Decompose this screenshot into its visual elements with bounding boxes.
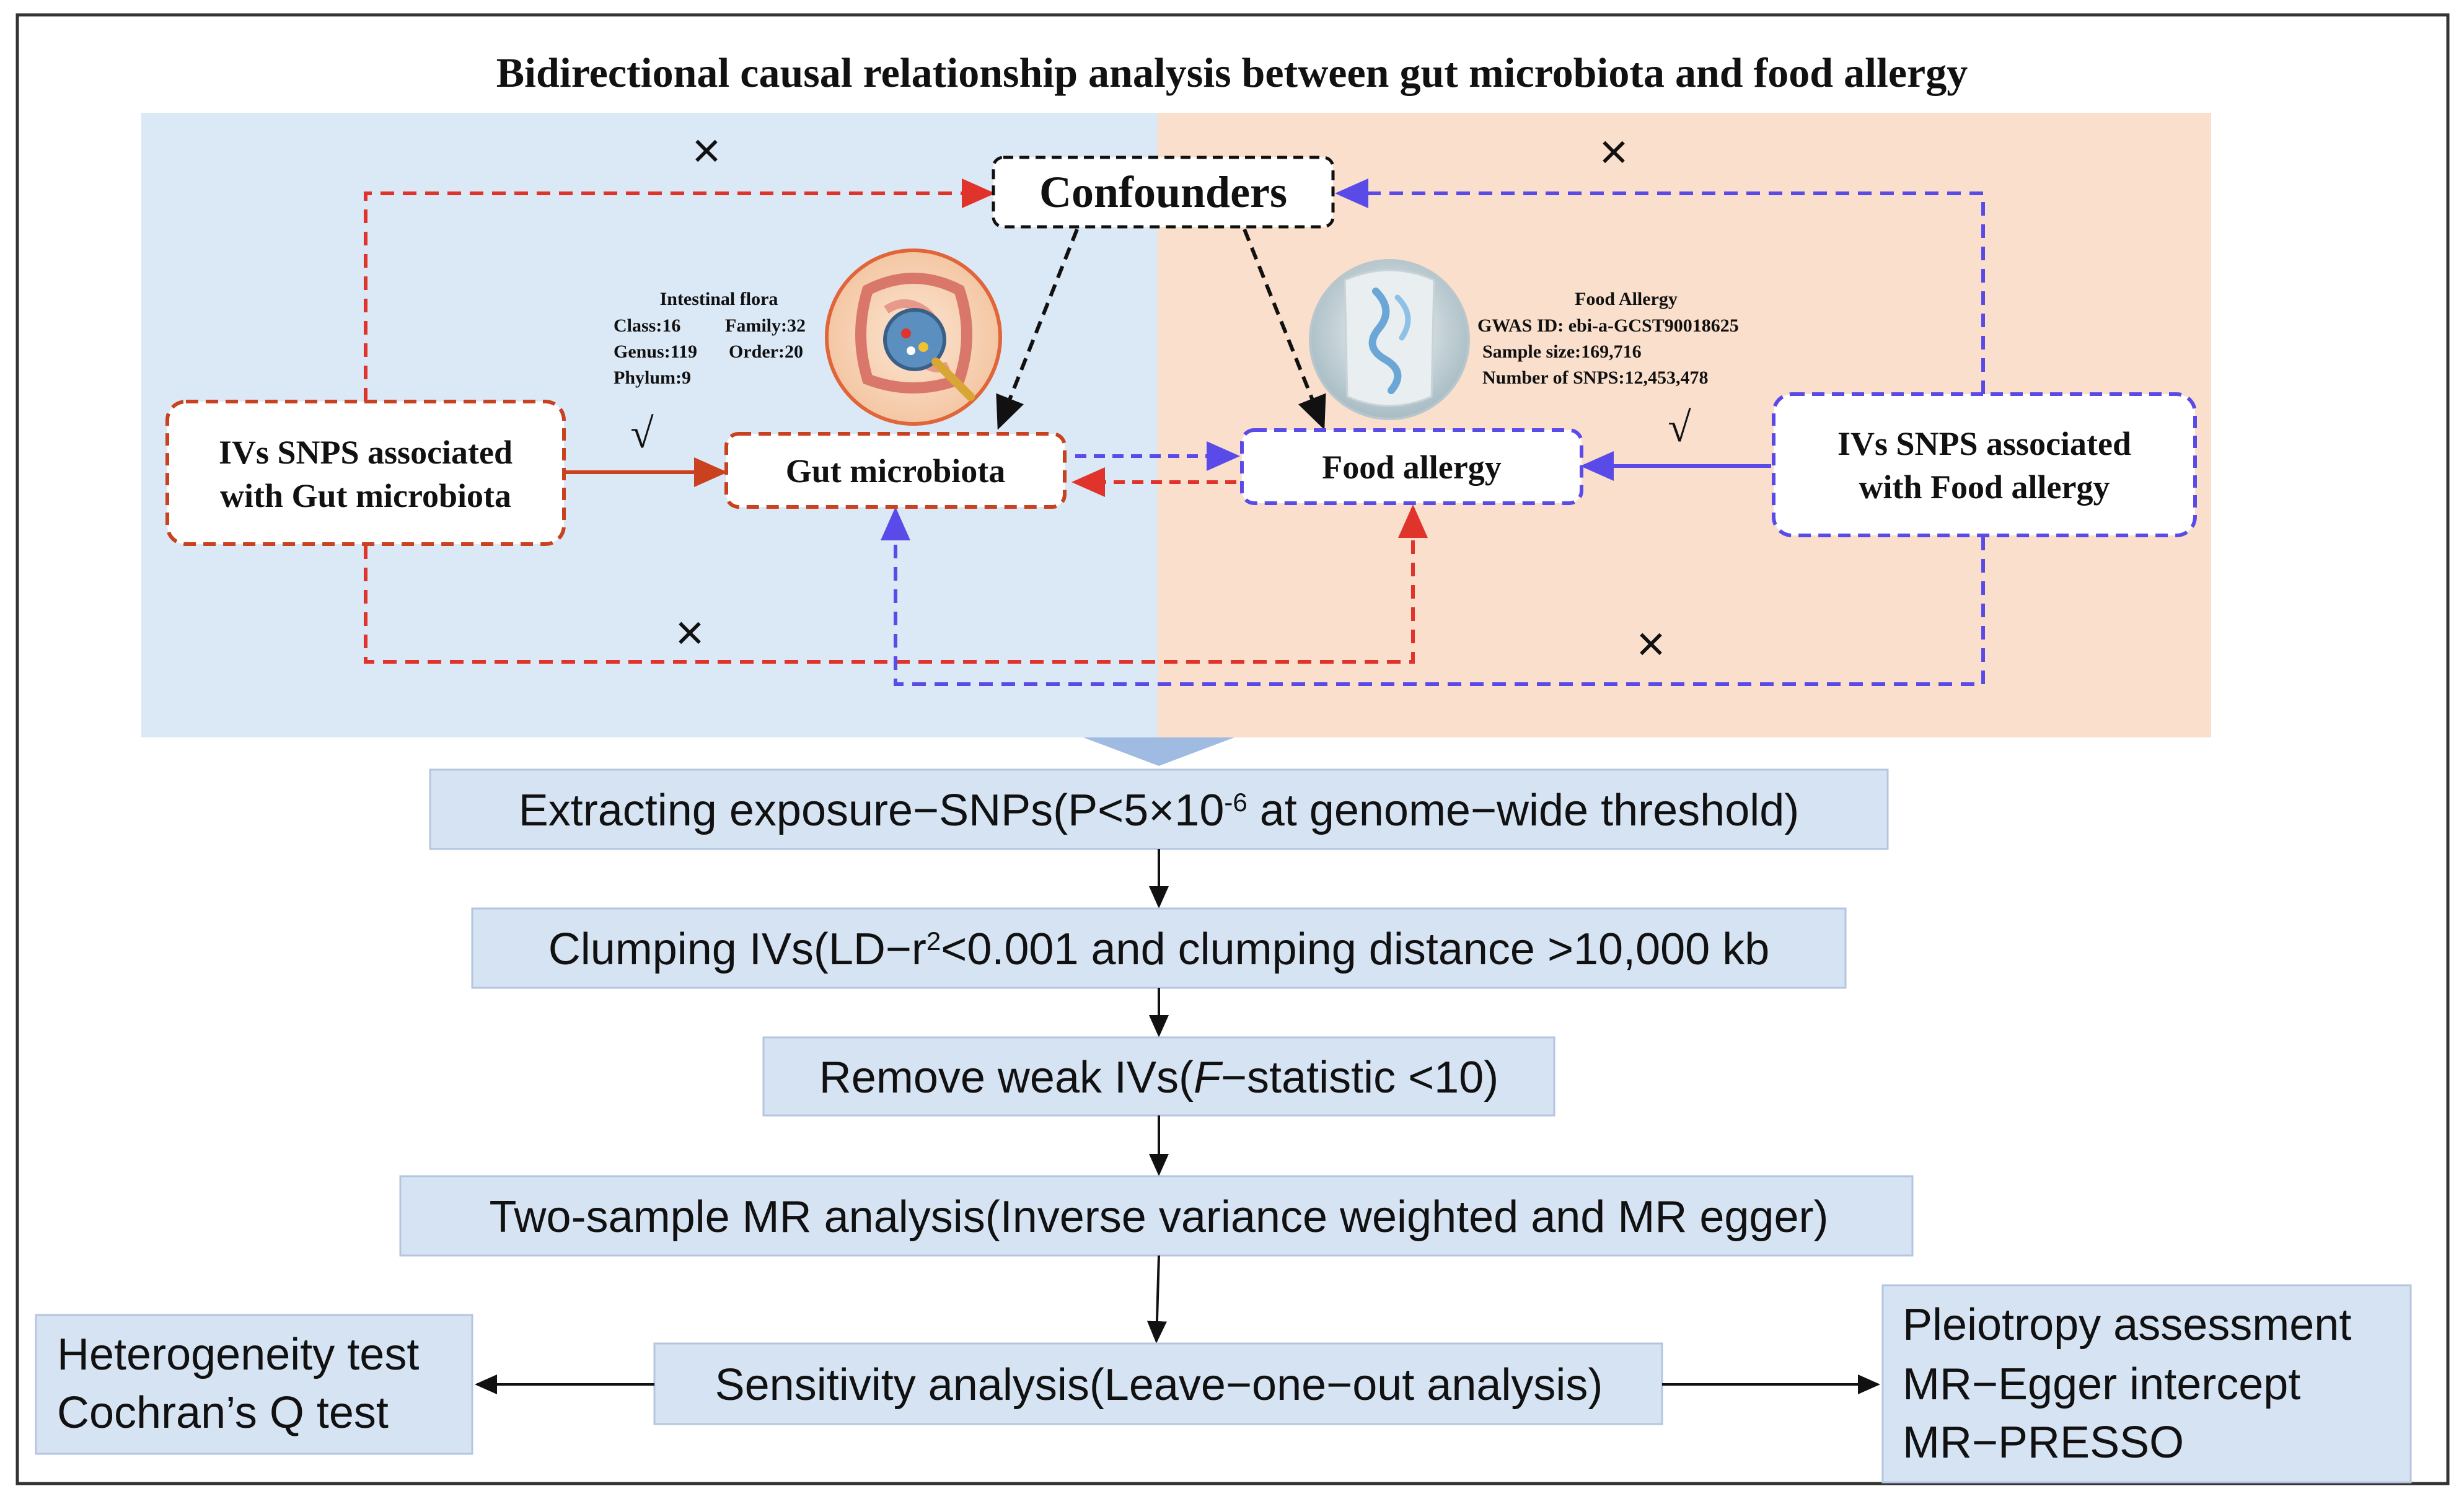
allergy-info-block: Food Allergy GWAS ID: ebi-a-GCST90018625… xyxy=(1477,289,1739,388)
step-extract-label: Extracting exposure−SNPs(P<5×10-6 at gen… xyxy=(519,786,1800,835)
ivs-food-label-line1: IVs SNPS associated xyxy=(1837,425,2131,462)
check-mark-right: √ xyxy=(1668,403,1691,451)
cross-mark-bottom-right: × xyxy=(1637,616,1666,671)
food-allergy-label: Food allergy xyxy=(1322,449,1501,486)
intestine-illustration xyxy=(825,248,1002,426)
flora-family: Family:32 xyxy=(725,315,806,336)
pleiotropy-line2: MR−Egger intercept xyxy=(1903,1360,2300,1409)
step-clump-box: Clumping IVs(LD−r2<0.001 and clumping di… xyxy=(471,907,1847,989)
gut-microbiota-label: Gut microbiota xyxy=(786,452,1005,490)
flora-genus: Genus:119 xyxy=(614,341,697,362)
flora-info-block: Intestinal flora Class:16 Family:32 Genu… xyxy=(614,289,806,388)
allergy-snp-count: Number of SNPS:12,453,478 xyxy=(1482,367,1708,388)
ivs-gut-node: IVs SNPS associated with Gut microbiota xyxy=(165,400,566,546)
pleiotropy-line1: Pleiotropy assessment xyxy=(1903,1300,2351,1350)
food-ivs-to-confounders-path xyxy=(1335,178,1985,394)
panel-to-steps-chevron xyxy=(1083,737,1234,766)
pleiotropy-line3: MR−PRESSO xyxy=(1903,1418,2184,1467)
step-mr-box: Two-sample MR analysis(Inverse variance … xyxy=(399,1175,1914,1257)
step-mr-label: Two-sample MR analysis(Inverse variance … xyxy=(490,1192,1829,1242)
flora-title: Intestinal flora xyxy=(660,289,778,309)
heterogeneity-box: Heterogeneity test Cochran’s Q test xyxy=(35,1314,473,1455)
allergy-gwas-id: GWAS ID: ebi-a-GCST90018625 xyxy=(1477,315,1739,336)
arrow-mr-to-sensitivity xyxy=(1146,1255,1167,1343)
outer-frame xyxy=(15,13,2450,1485)
ivs-gut-label-line2: with Gut microbiota xyxy=(220,477,511,514)
abdomen-illustration xyxy=(1309,259,1470,420)
cross-mark-top-left: × xyxy=(692,123,721,178)
step-sensitivity-box: Sensitivity analysis(Leave−one−out analy… xyxy=(653,1342,1663,1425)
allergy-title: Food Allergy xyxy=(1575,289,1678,309)
cross-mark-top-right: × xyxy=(1599,124,1629,179)
ivs-food-label-line2: with Food allergy xyxy=(1859,468,2110,506)
flora-order: Order:20 xyxy=(729,341,803,362)
allergy-sample-size: Sample size:169,716 xyxy=(1482,341,1642,362)
pleiotropy-box: Pleiotropy assessment MR−Egger intercept… xyxy=(1881,1284,2412,1484)
check-mark-left: √ xyxy=(630,410,654,457)
gut-ivs-to-confounders-path xyxy=(364,178,995,402)
confounders-node: Confounders xyxy=(992,156,1335,229)
confounders-label: Confounders xyxy=(1039,167,1287,217)
cross-mark-bottom-left: × xyxy=(675,605,705,660)
gut-ivs-to-food-allergy-path xyxy=(364,504,1428,664)
heterogeneity-line2: Cochran’s Q test xyxy=(57,1388,389,1438)
food-ivs-to-gut-microbiota-path xyxy=(881,507,1985,686)
ivs-food-node: IVs SNPS associated with Food allergy xyxy=(1772,392,2197,537)
step-weak-label: Remove weak IVs(F−statistic <10) xyxy=(819,1053,1498,1102)
confounders-to-food-arrow xyxy=(1243,228,1326,430)
food-allergy-node: Food allergy xyxy=(1240,428,1583,505)
diagram-title: Bidirectional causal relationship analys… xyxy=(496,49,1968,96)
step-sensitivity-label: Sensitivity analysis(Leave−one−out analy… xyxy=(715,1360,1603,1410)
step-extract-box: Extracting exposure−SNPs(P<5×10-6 at gen… xyxy=(429,768,1889,850)
heterogeneity-line1: Heterogeneity test xyxy=(57,1330,419,1379)
step-weak-box: Remove weak IVs(F−statistic <10) xyxy=(762,1036,1555,1117)
flora-class: Class:16 xyxy=(614,315,680,336)
confounders-to-gut-arrow xyxy=(996,228,1079,430)
flora-phylum: Phylum:9 xyxy=(614,367,691,388)
step-clump-label: Clumping IVs(LD−r2<0.001 and clumping di… xyxy=(548,925,1770,974)
ivs-gut-label-line1: IVs SNPS associated xyxy=(219,434,513,471)
gut-microbiota-node: Gut microbiota xyxy=(724,432,1067,509)
